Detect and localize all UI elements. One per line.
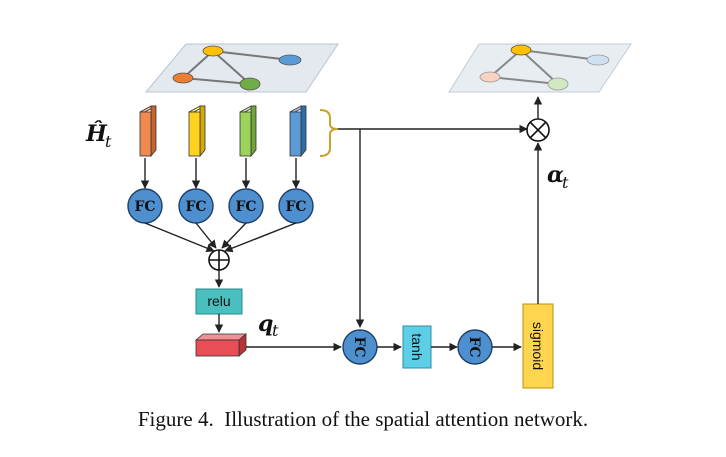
feature-bars <box>139 105 307 158</box>
svg-text:FC: FC <box>285 199 306 215</box>
fc-node-query: FC <box>342 329 378 365</box>
svg-text:tanh: tanh <box>409 333 425 360</box>
sigmoid-block: sigmoid <box>522 303 554 389</box>
feature-bar-blue <box>289 105 307 158</box>
svg-text:Ĥ: Ĥ <box>85 120 108 147</box>
query-vector <box>194 333 248 357</box>
attention-label: α t <box>547 162 569 192</box>
svg-text:FC: FC <box>235 199 256 215</box>
svg-text:t: t <box>562 173 569 192</box>
fc-node-4: FC <box>278 188 314 224</box>
query-label: q t <box>258 311 279 340</box>
relu-block: relu <box>195 288 243 315</box>
graph-node-blue <box>278 54 302 66</box>
input-label: Ĥ t <box>85 120 112 151</box>
svg-text:FC: FC <box>351 336 367 357</box>
svg-text:FC: FC <box>466 336 482 357</box>
graph-node-green <box>239 77 261 91</box>
tanh-block: tanh <box>402 325 432 369</box>
graph-node-orange-faded <box>479 71 501 83</box>
svg-text:sigmoid: sigmoid <box>530 322 546 370</box>
graph-node-blue-faded <box>586 54 610 66</box>
bar-to-fc-arrows <box>140 158 301 189</box>
graph-node-green-faded <box>547 77 569 91</box>
brace <box>319 109 339 157</box>
figure-caption: Figure 4. Illustration of the spatial at… <box>138 407 588 431</box>
svg-text:α: α <box>547 162 564 188</box>
output-graph <box>448 43 632 93</box>
fc-node-output: FC <box>457 329 493 365</box>
svg-text:FC: FC <box>134 199 155 215</box>
graph-node-yellow <box>510 44 532 56</box>
fc-to-sum-arrows <box>144 222 297 253</box>
feature-bar-yellow <box>188 105 206 158</box>
svg-text:relu: relu <box>207 293 230 309</box>
fc-node-2: FC <box>178 188 214 224</box>
svg-text:t: t <box>272 321 279 340</box>
feature-bar-orange <box>139 105 157 158</box>
feature-bar-green <box>239 105 257 158</box>
graph-node-orange <box>172 72 194 84</box>
graph-node-yellow <box>202 45 224 57</box>
svg-text:FC: FC <box>185 199 206 215</box>
multiply-operator-icon <box>526 118 550 142</box>
input-graph <box>144 43 339 93</box>
sum-operator-icon <box>208 249 230 271</box>
svg-text:q: q <box>258 311 273 337</box>
fc-node-1: FC <box>127 188 163 224</box>
svg-text:t: t <box>105 132 112 151</box>
fc-node-3: FC <box>228 188 264 224</box>
